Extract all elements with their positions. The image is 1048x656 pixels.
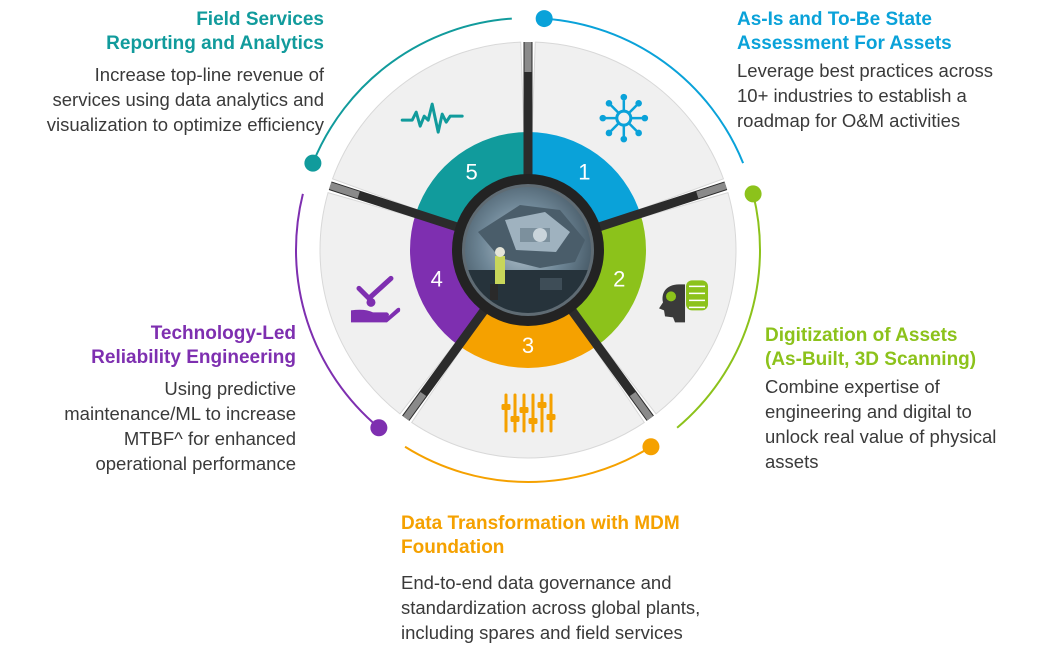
ring-markers [304,10,762,456]
callout-data-transformation: Data Transformation with MDM Foundation … [401,512,801,645]
callout-title: As-Is and To-Be State Assessment For Ass… [737,9,952,54]
callout-title: Digitization of Assets (As-Built, 3D Sca… [765,325,977,370]
color-band-1 [528,132,641,228]
color-band-5 [415,132,528,228]
segment-number-3: 3 [522,333,534,358]
divider-tip-2 [696,182,727,199]
hand-checkmark-icon [350,275,401,323]
network-hub-icon [599,93,649,143]
outer-arc-5 [311,17,512,164]
pulse-wave-icon [400,102,464,134]
callout-digitization: Digitization of Assets (As-Built, 3D Sca… [765,324,1047,474]
callout-field-services: Field Services Reporting and Analytics I… [0,8,324,137]
ring-marker-3 [642,438,660,456]
segment-number-1: 1 [578,159,590,184]
callout-description: Increase top-line revenue of services us… [46,64,324,135]
outer-arc-3 [404,445,652,483]
segment-number-2: 2 [613,267,625,292]
head-circuit-brain-icon [659,280,709,323]
callout-description: Leverage best practices across 10+ indus… [737,60,994,131]
segment-icons [350,93,709,433]
segment-numbers: 1 2 3 4 5 [431,159,626,358]
callout-description: End-to-end data governance and standardi… [401,572,701,643]
ring-marker-1 [535,10,553,28]
outer-ring-arcs [295,17,761,483]
callout-description: Using predictive maintenance/ML to incre… [64,378,296,474]
segment-number-4: 4 [431,267,443,292]
color-band-2 [571,213,647,346]
segment-number-5: 5 [465,159,477,184]
callout-description: Combine expertise of engineering and dig… [765,376,997,472]
divider-tip-4 [402,391,427,421]
segment-dividers [328,42,728,421]
ring-marker-5 [304,154,322,172]
color-band-3 [458,309,598,368]
outer-arc-1 [544,17,745,164]
callout-title: Field Services Reporting and Analytics [106,9,324,54]
ring-marker-4 [370,419,388,437]
callout-asset-assessment: As-Is and To-Be State Assessment For Ass… [737,8,1047,133]
ring-marker-2 [744,185,762,203]
outer-arc-4 [295,193,380,429]
divider-tip-5 [329,182,360,199]
callout-reliability-engineering: Technology-Led Reliability Engineering U… [0,322,296,476]
outer-arc-2 [676,193,761,429]
sliders-icon [501,393,556,433]
color-band-4 [409,213,485,346]
divider-tip-3 [629,391,654,421]
callout-title: Data Transformation with MDM Foundation [401,513,680,558]
segment-color-bands [409,132,647,368]
callout-title: Technology-Led Reliability Engineering [91,323,296,368]
